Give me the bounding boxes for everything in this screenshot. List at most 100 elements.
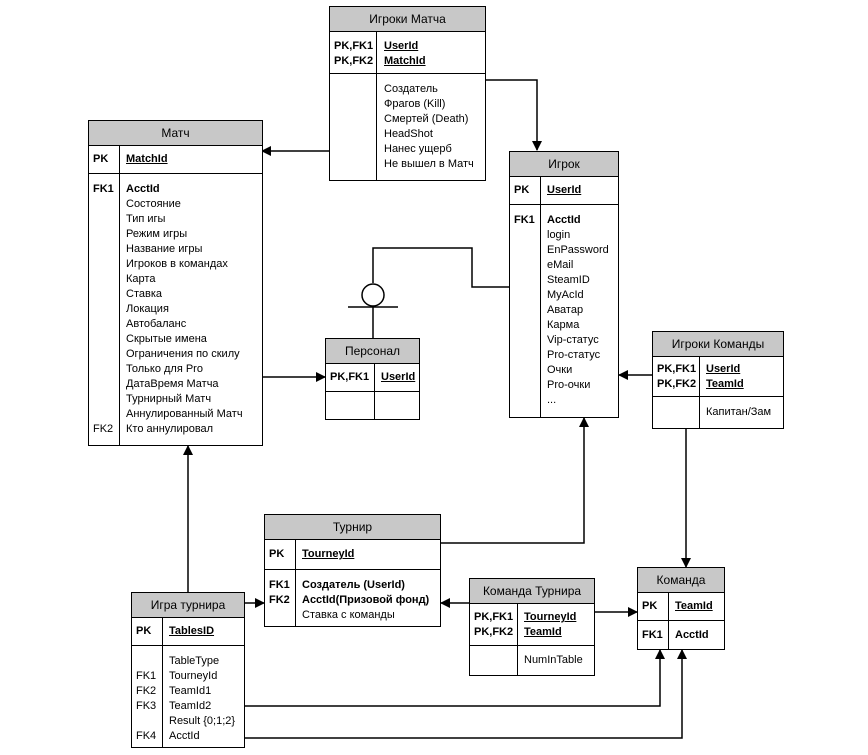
key-label: FK2: [136, 685, 157, 697]
attr-field: Pro-статус: [547, 349, 601, 361]
entity-igrok: Игрок PK UserId FK1 AcctId login EnPassw…: [509, 151, 619, 418]
attr-field: AcctId: [169, 730, 200, 742]
fk-field: Создатель (UserId): [302, 579, 405, 591]
rel-igraturnira-komanda-2: [245, 649, 687, 739]
entity-title: Игра турнира: [132, 593, 244, 618]
attr-field: Турнирный Матч: [126, 393, 212, 405]
attr-field: Карта: [126, 273, 156, 285]
key-label: PK,FK1: [474, 611, 514, 623]
attr-row: FK1 FK2 AcctId Состояние Тип игы Режим и…: [89, 174, 262, 446]
attr-field: TeamId1: [169, 685, 212, 697]
attr-field: Капитан/Зам: [706, 406, 772, 418]
key-label: FK3: [136, 700, 157, 712]
pk-field: MatchId: [384, 55, 426, 67]
attr-field: Result {0;1;2}: [169, 715, 236, 727]
entity-personal: Персонал PK,FK1 UserId: [325, 338, 420, 420]
pk-field: MatchId: [126, 153, 168, 165]
attr-field: Тип игы: [126, 213, 166, 225]
attr-field: Очки: [547, 364, 573, 376]
attr-field: Ставка с команды: [302, 609, 395, 621]
rel-igraturnira-komanda-1: [245, 649, 665, 707]
entity-komanda: Команда PK TeamId FK1 AcctId: [637, 567, 725, 650]
pk-row: PK,FK1 PK,FK2 UserId TeamId: [653, 357, 783, 397]
key-label: FK2: [269, 594, 290, 606]
entity-title: Игроки Команды: [653, 332, 783, 357]
entity-turnir: Турнир PK TourneyId FK1 FK2 Создатель (U…: [264, 514, 441, 627]
key-label: PK,FK2: [474, 626, 514, 638]
entity-title: Команда Турнира: [470, 579, 594, 604]
rel-igrok-personal-subtype: [372, 247, 510, 338]
pk-field: TeamId: [524, 626, 562, 638]
entity-title: Игрок: [510, 152, 618, 177]
key-label: PK: [269, 548, 285, 560]
attr-field: Название игры: [126, 243, 203, 255]
attr-field: Только для Pro: [126, 363, 203, 375]
pk-row: PK TeamId: [638, 593, 724, 621]
key-label: PK,FK2: [334, 55, 374, 67]
attr-field: Ограничения по скилу: [126, 348, 240, 360]
key-label: PK,FK1: [657, 363, 697, 375]
attr-field: TeamId2: [169, 700, 212, 712]
attr-field: Смертей (Death): [384, 113, 469, 125]
pk-row: PK,FK1 PK,FK2 TourneyId TeamId: [470, 604, 594, 646]
subtype-circle: [361, 283, 385, 307]
rel-turnir-igrok: [440, 417, 589, 544]
key-label: FK1: [514, 214, 535, 226]
entity-igra-turnira: Игра турнира PK TablesID FK1 FK2 FK3 FK4…: [131, 592, 245, 748]
key-label: PK: [93, 153, 109, 165]
entity-igroki-matcha: Игроки Матча PK,FK1 PK,FK2 UserId MatchI…: [329, 6, 486, 181]
pk-field: TeamId: [675, 600, 713, 612]
key-label: FK1: [136, 670, 157, 682]
pk-field: TourneyId: [524, 611, 577, 623]
attr-field: Аватар: [547, 304, 584, 316]
attr-field: login: [547, 229, 571, 241]
key-label: PK: [136, 625, 152, 637]
pk-row: PK TourneyId: [265, 540, 440, 570]
attr-field: Ставка: [126, 288, 162, 300]
pk-field: TourneyId: [302, 548, 355, 560]
attr-field: ДатаВремя Матча: [126, 378, 219, 390]
fk-field: Кто аннулировал: [126, 423, 214, 435]
attr-field: Локация: [126, 303, 169, 315]
key-label: PK,FK1: [334, 40, 374, 52]
attr-field: Pro-очки: [547, 379, 591, 391]
attr-row: Капитан/Зам: [653, 397, 783, 429]
attr-row: Создатель Фрагов (Kill) Смертей (Death) …: [330, 74, 485, 181]
attr-field: EnPassword: [547, 244, 609, 256]
key-label: PK: [642, 600, 658, 612]
key-label: FK1: [642, 629, 663, 641]
attr-row: NumInTable: [470, 646, 594, 676]
key-label: [136, 654, 156, 669]
entity-match: Матч PK MatchId FK1 FK2 AcctId Состояние…: [88, 120, 263, 446]
pk-row: PK,FK1 PK,FK2 UserId MatchId: [330, 32, 485, 74]
pk-field: UserId: [384, 40, 419, 52]
pk-row: PK,FK1 UserId: [326, 364, 419, 392]
attr-row: FK1 FK2 FK3 FK4 TableType TourneyId Team…: [132, 646, 244, 748]
pk-row: PK UserId: [510, 177, 618, 205]
pk-row: PK TablesID: [132, 618, 244, 646]
attr-field: Скрытые имена: [126, 333, 207, 345]
key-label: FK2: [93, 423, 114, 435]
attr-field: ...: [547, 394, 557, 406]
attr-field: Игроков в командах: [126, 258, 228, 270]
key-label: PK: [514, 184, 530, 196]
fk-field: AcctId(Призовой фонд): [302, 594, 430, 606]
key-label: PK,FK2: [657, 378, 697, 390]
attr-field: Аннулированный Матч: [126, 408, 243, 420]
attr-field: Создатель: [384, 83, 438, 95]
entity-title: Турнир: [265, 515, 440, 540]
attr-field: Не вышел в Матч: [384, 158, 474, 170]
attr-field: Карма: [547, 319, 580, 331]
fk-field: AcctId: [547, 214, 581, 226]
attr-field: TourneyId: [169, 670, 218, 682]
attr-field: MyAcId: [547, 289, 584, 301]
attr-field: Фрагов (Kill): [384, 98, 446, 110]
attr-row: FK1 AcctId: [638, 621, 724, 650]
attr-field: eMail: [547, 259, 574, 271]
attr-field: HeadShot: [384, 128, 433, 140]
attr-field: Автобаланс: [126, 318, 187, 330]
attr-field: NumInTable: [524, 654, 583, 666]
entity-title: Команда: [638, 568, 724, 593]
attr-field: Vip-статус: [547, 334, 599, 346]
